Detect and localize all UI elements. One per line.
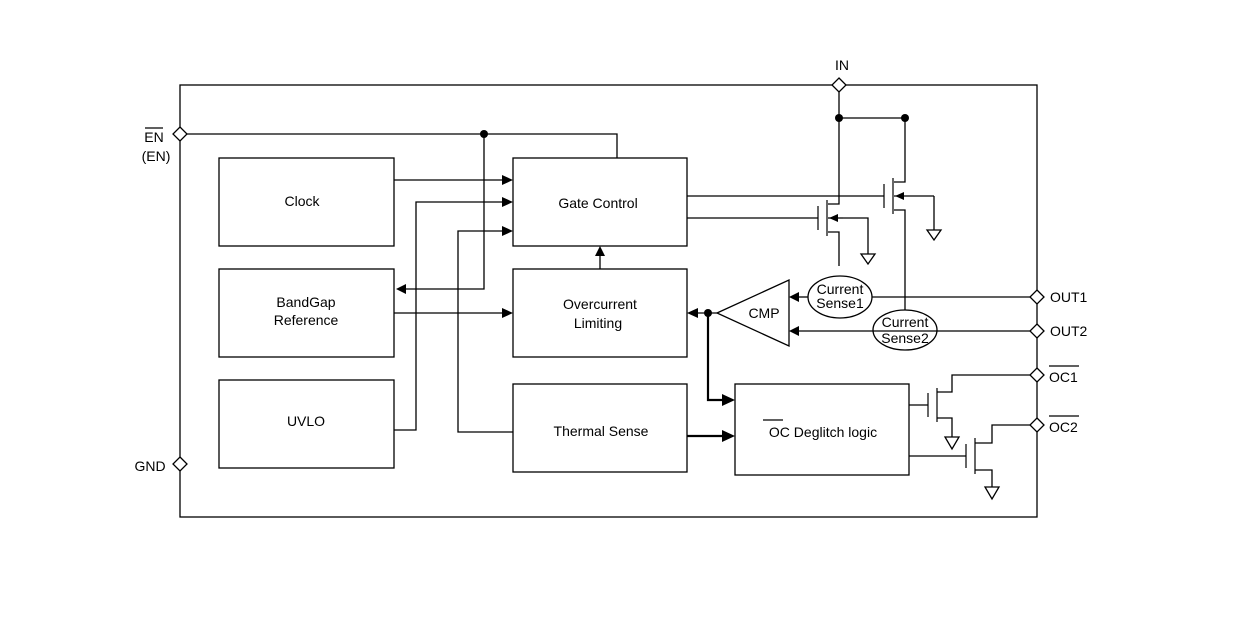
clock-label: Clock [284,193,320,209]
in-pin-label: IN [835,57,849,73]
bandgap-in-arrowhead [396,284,406,294]
oc1-source-wire [937,417,953,437]
out1-pin [1029,289,1045,305]
current-sense2-label-1: Current [882,314,929,330]
out1-pin-label: OUT1 [1050,289,1088,305]
thermal-to-gate-wire [457,230,513,433]
en-wire [187,133,618,158]
en-to-bandgap-wire [404,134,485,290]
bandgap-label-1: BandGap [276,294,335,310]
current-sense1-label-2: Sense1 [816,295,864,311]
en-alt-pin-label: (EN) [142,148,171,164]
mosfet1-ground-wire [843,217,869,254]
gate-control-label: Gate Control [558,195,637,211]
oc1-pin [1029,367,1045,383]
overcurrent-block [512,268,688,358]
thermal-sense-label: Thermal Sense [554,423,649,439]
uvlo-to-gate-arrowhead [502,197,513,207]
out2-pin [1029,323,1045,339]
deglitch-rest-text: Deglitch logic [790,424,877,440]
out2-pin-label: OUT2 [1050,323,1088,339]
oc2-pin [1029,417,1045,433]
mosfet2-body-arrowhead [895,192,904,200]
oc2-source-wire [975,469,993,487]
overcurrent-to-gate-arrowhead [595,246,605,256]
cmp-label: CMP [748,305,779,321]
clock-block [218,157,395,247]
mosfet2-ground-icon [925,229,943,242]
mosfet1-drain-wire [828,118,840,205]
oc1-pin-label: OC1 [1049,369,1078,385]
en-pin-label: EN [144,129,163,145]
mosfet2-source-wire [894,209,906,310]
cmp-comparator [715,278,790,348]
oc2-drain-wire [975,424,1030,444]
overcurrent-label-2: Limiting [574,315,622,331]
current-sense2-label-2: Sense2 [881,330,929,346]
cmp-to-deglitch-arrowhead [722,394,735,406]
clock-to-gate-arrowhead [502,175,513,185]
bandgap-block [218,268,395,358]
deglitch-block [734,383,910,476]
gnd-pin [172,456,188,472]
mosfet1-body-arrowhead [829,214,838,222]
cmp-to-overcurrent-arrowhead [687,308,698,318]
sense2-to-cmp-arrowhead [789,326,799,336]
cmp-to-deglitch-wire [706,313,723,402]
mosfet1-ground-icon [859,253,877,266]
uvlo-block [218,379,395,469]
oc1-drain-wire [937,374,1030,393]
oc1-ground-icon [943,436,961,451]
thermal-to-deglitch-arrowhead [722,430,735,442]
deglitch-oc-text: OC [769,424,790,440]
sense1-to-cmp-arrowhead [789,292,799,302]
current-sense1-label-1: Current [817,281,864,297]
bandgap-label-2: Reference [274,312,339,328]
mosfet2-drain-wire [894,118,906,183]
deglitch-label: OC Deglitch logic [769,424,877,440]
gnd-pin-label: GND [134,458,165,474]
uvlo-label: UVLO [287,413,325,429]
in-pin [831,77,847,93]
uvlo-to-gate-wire [394,201,503,431]
thermal-to-gate-arrowhead [502,226,513,236]
thermal-sense-block [512,383,688,473]
overcurrent-label-1: Overcurrent [563,296,637,312]
oc2-pin-label: OC2 [1049,419,1078,435]
bandgap-to-overcurrent-arrowhead [502,308,513,318]
en-pin [172,126,188,142]
mosfet1-source-wire [828,231,840,266]
oc2-ground-icon [983,486,1001,501]
